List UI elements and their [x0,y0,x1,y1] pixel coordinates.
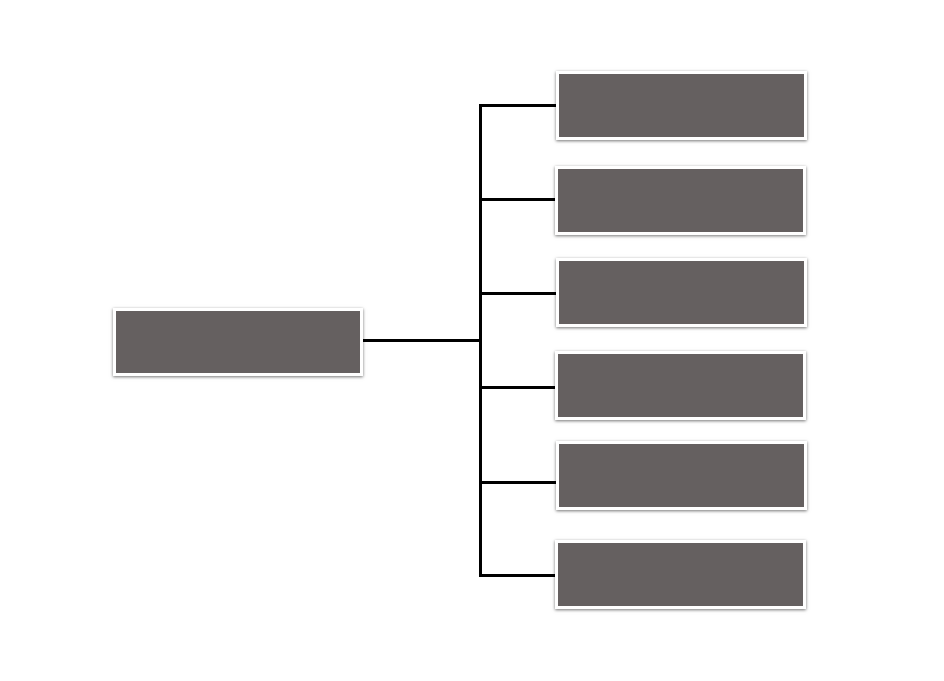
child-node-5 [556,441,807,510]
branch-connector-4 [479,386,557,389]
branch-connector-3 [479,292,557,295]
child-node-6 [555,540,806,609]
branch-connector-5 [479,481,557,484]
branch-connector-2 [479,198,557,201]
child-node-2 [555,166,806,235]
child-node-4 [555,351,806,420]
branch-trunk [479,104,482,577]
root-node [113,308,363,376]
branch-connector-1 [479,104,557,107]
branch-connector-6 [479,574,557,577]
child-node-3 [556,258,807,327]
root-connector [362,339,481,342]
child-node-1 [556,71,807,140]
